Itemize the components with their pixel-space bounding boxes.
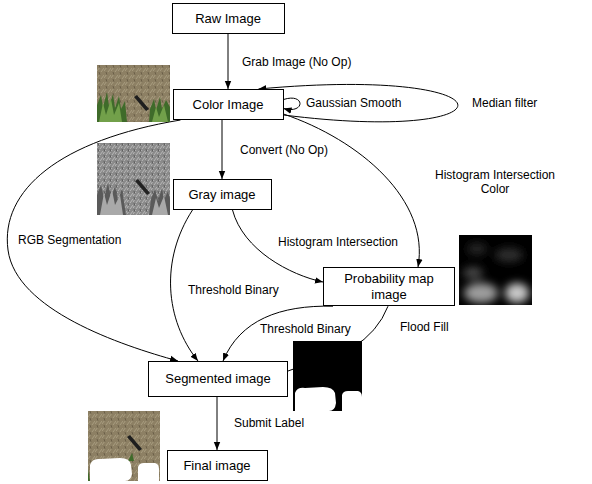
edge-label: Submit Label [232,416,306,430]
box-label: Raw Image [195,11,261,27]
final-thumbnail [88,411,160,481]
process-box: Raw Image [172,3,285,34]
connector-arrow [217,397,218,450]
process-box: Final image [167,450,268,481]
box-label: Probability map image [332,271,446,302]
box-label: Segmented image [165,371,271,387]
color-thumbnail [97,65,170,122]
box-label: Gray image [188,187,255,203]
connector-arrow [284,98,301,109]
gray-thumbnail [97,143,170,215]
box-label: Final image [183,458,250,474]
edge-label: Grab Image (No Op) [240,55,353,69]
box-label: Color Image [193,97,264,113]
binary-thumbnail [293,341,362,411]
probability-thumbnail [459,235,532,305]
edge-label: Threshold Binary [258,322,353,336]
connector-arrow [7,120,180,361]
connector-arrow [228,34,229,89]
edge-label: Threshold Binary [186,283,281,297]
edge-label: Flood Fill [398,320,451,334]
process-box: Gray image [173,179,272,210]
edge-label: Convert (No Op) [238,143,330,157]
process-box: Color Image [173,89,284,120]
edge-label: Histogram Intersection [276,235,400,249]
connector-arrow [222,120,223,179]
edge-label: RGB Segmentation [16,233,123,247]
process-box: Segmented image [148,361,288,397]
edge-label: Median filter [470,96,539,110]
edge-label: Gaussian Smooth [304,96,403,110]
process-box: Probability map image [323,267,455,306]
edge-label: Histogram Intersection Color [428,168,562,197]
